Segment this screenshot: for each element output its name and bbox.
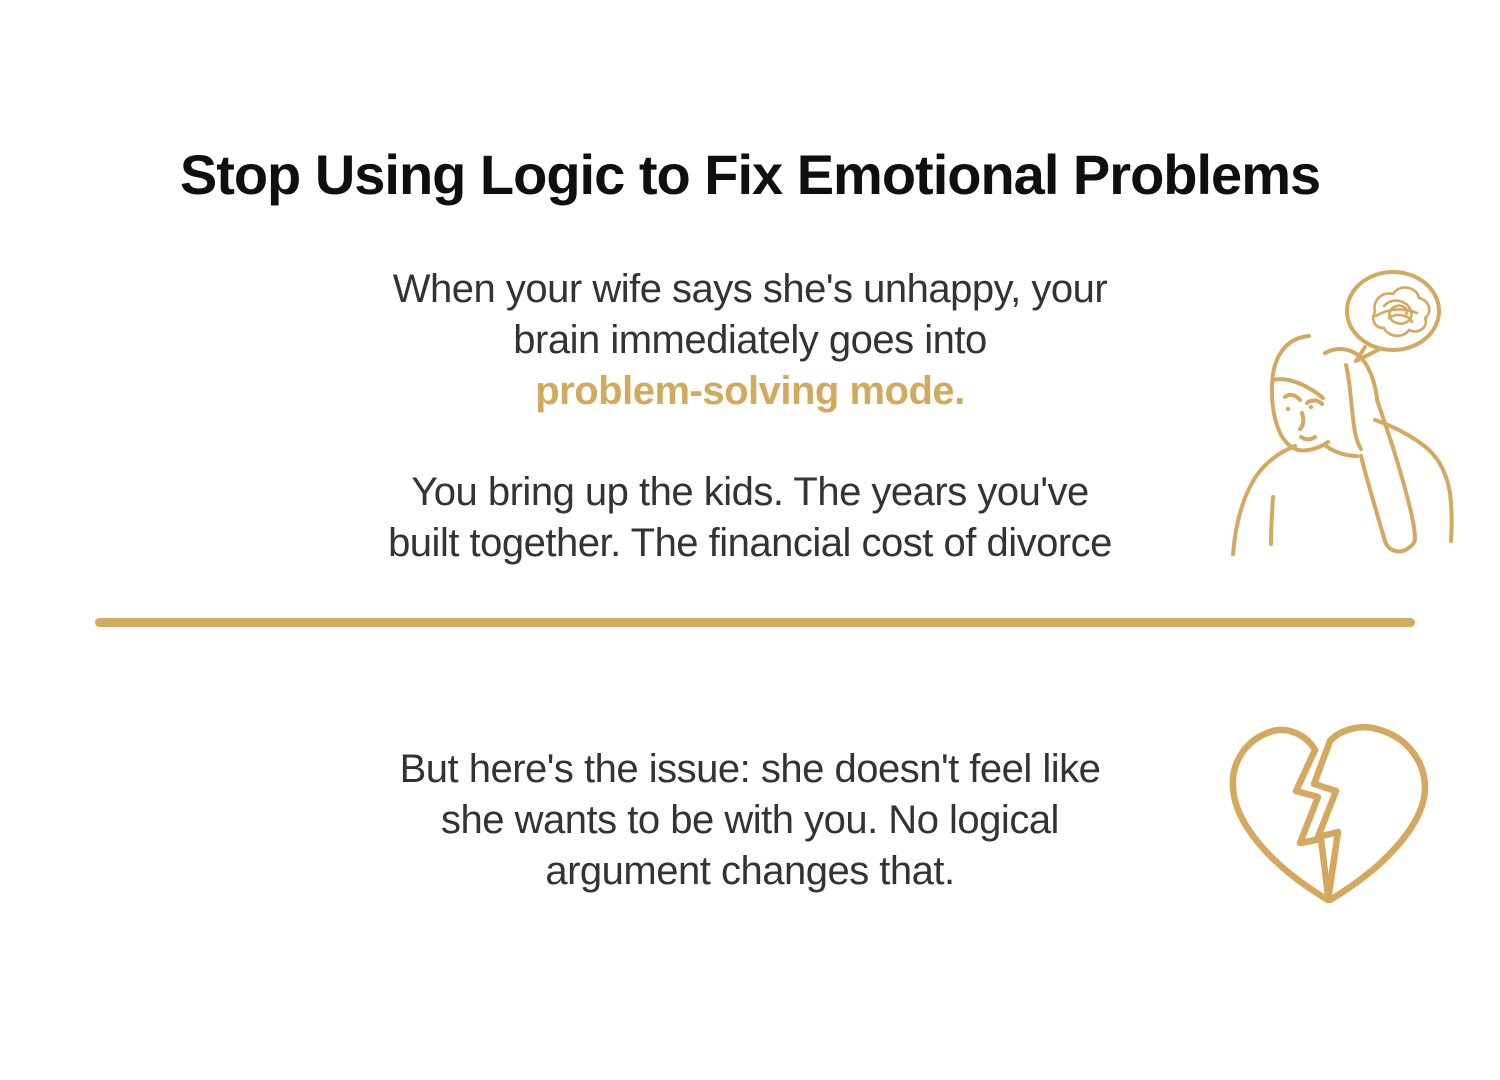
mouth-line bbox=[1299, 435, 1317, 442]
conclusion-line-1: But here's the issue: she doesn't feel l… bbox=[399, 747, 1101, 791]
conclusion-line-2: she wants to be with you. No logical bbox=[441, 798, 1059, 842]
left-shoulder-line bbox=[1231, 444, 1297, 556]
conclusion-paragraph: But here's the issue: she doesn't feel l… bbox=[0, 744, 1500, 897]
page-title: Stop Using Logic to Fix Emotional Proble… bbox=[179, 143, 1321, 206]
left-eye bbox=[1285, 406, 1291, 412]
heart-right-half bbox=[1326, 724, 1429, 904]
worried-person-illustration bbox=[1231, 270, 1454, 556]
intro-line-1: When your wife says she's unhappy, your bbox=[392, 267, 1108, 311]
right-eyebrow bbox=[1305, 398, 1324, 406]
forehead-line bbox=[1271, 377, 1325, 400]
neck-line bbox=[1324, 444, 1359, 458]
body-line-1: You bring up the kids. The years you've bbox=[411, 470, 1089, 514]
right-shoulder-line bbox=[1373, 418, 1454, 543]
thought-bubble bbox=[1345, 270, 1441, 352]
forearm-inner-edge bbox=[1359, 454, 1387, 543]
broken-heart-icon bbox=[1229, 724, 1429, 904]
heart-left-half bbox=[1229, 726, 1332, 904]
crack-left-edge bbox=[1292, 746, 1332, 900]
left-eyebrow bbox=[1283, 392, 1302, 402]
hand-outline bbox=[1323, 346, 1379, 400]
hand-inner-edge bbox=[1344, 363, 1363, 451]
intro-line-2: brain immediately goes into bbox=[513, 318, 987, 362]
crack-right-edge bbox=[1310, 737, 1342, 898]
thought-bubble-tail bbox=[1354, 345, 1380, 363]
body-paragraph: You bring up the kids. The years you've … bbox=[0, 467, 1500, 569]
right-eye bbox=[1308, 404, 1314, 410]
body-line-2: built together. The financial cost of di… bbox=[388, 521, 1112, 565]
head-outline bbox=[1269, 334, 1330, 453]
conclusion-line-3: argument changes that. bbox=[545, 849, 955, 893]
forearm-outer-edge bbox=[1375, 398, 1417, 541]
intro-highlight-text: problem-solving mode. bbox=[535, 369, 965, 413]
tangled-scribble-icon bbox=[1372, 286, 1431, 338]
chest-line bbox=[1269, 495, 1275, 546]
forearm-bottom-curve bbox=[1383, 537, 1417, 554]
nose-line bbox=[1298, 411, 1306, 431]
intro-paragraph: When your wife says she's unhappy, your … bbox=[0, 264, 1500, 417]
gold-divider-rule bbox=[95, 618, 1415, 627]
